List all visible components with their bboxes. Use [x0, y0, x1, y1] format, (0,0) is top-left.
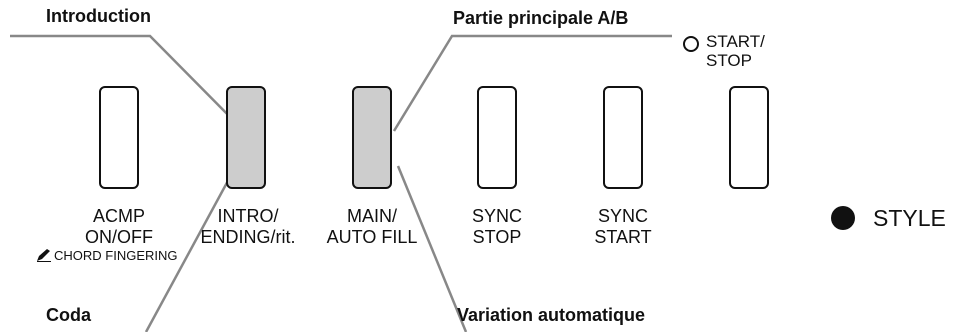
- sync-start-button[interactable]: [603, 86, 643, 189]
- acmp-label-line1: ACMP: [92, 206, 145, 226]
- pencil-icon: [37, 249, 51, 262]
- leader-line-main-ab: [392, 34, 672, 132]
- main-auto-fill-label: MAIN/ AUTO FILL: [312, 206, 432, 248]
- leader-line-introduction: [10, 34, 244, 131]
- start-stop-label-line1: START/: [706, 32, 765, 51]
- main-auto-fill-button[interactable]: [352, 86, 392, 189]
- style-indicator-icon: [831, 206, 855, 230]
- acmp-label-line2: ON/OFF: [85, 227, 153, 247]
- chord-fingering-label: CHORD FINGERING: [36, 248, 178, 263]
- intro-ending-label: INTRO/ ENDING/rit.: [188, 206, 308, 248]
- callout-introduction: Introduction: [46, 6, 151, 26]
- start-stop-indicator-icon: [683, 36, 699, 52]
- start-stop-label: START/ STOP: [706, 32, 765, 70]
- chord-fingering-text: CHORD FINGERING: [54, 248, 178, 263]
- leader-line-variation: [396, 165, 468, 332]
- sync-start-label-line2: START: [594, 227, 652, 247]
- style-label[interactable]: STYLE: [873, 205, 946, 231]
- intro-ending-label-line1: INTRO/: [217, 206, 279, 226]
- sync-stop-button[interactable]: [477, 86, 517, 189]
- sync-stop-label: SYNC STOP: [437, 206, 557, 248]
- sync-start-label-line1: SYNC: [597, 206, 648, 226]
- intro-ending-button[interactable]: [226, 86, 266, 189]
- acmp-on-off-button[interactable]: [99, 86, 139, 189]
- callout-variation: Variation automatique: [457, 305, 646, 325]
- acmp-label: ACMP ON/OFF: [59, 206, 179, 248]
- sync-stop-label-line1: SYNC: [471, 206, 522, 226]
- leader-line-coda: [144, 165, 238, 332]
- callout-main-ab: Partie principale A/B: [453, 8, 629, 28]
- sync-start-label: SYNC START: [563, 206, 683, 248]
- sync-stop-label-line2: STOP: [472, 227, 522, 247]
- intro-ending-label-line2: ENDING/rit.: [200, 227, 296, 247]
- main-auto-fill-label-line1: MAIN/: [346, 206, 397, 226]
- main-auto-fill-label-line2: AUTO FILL: [326, 227, 418, 247]
- start-stop-button[interactable]: [729, 86, 769, 189]
- callout-coda: Coda: [46, 305, 91, 325]
- start-stop-label-line2: STOP: [706, 51, 752, 70]
